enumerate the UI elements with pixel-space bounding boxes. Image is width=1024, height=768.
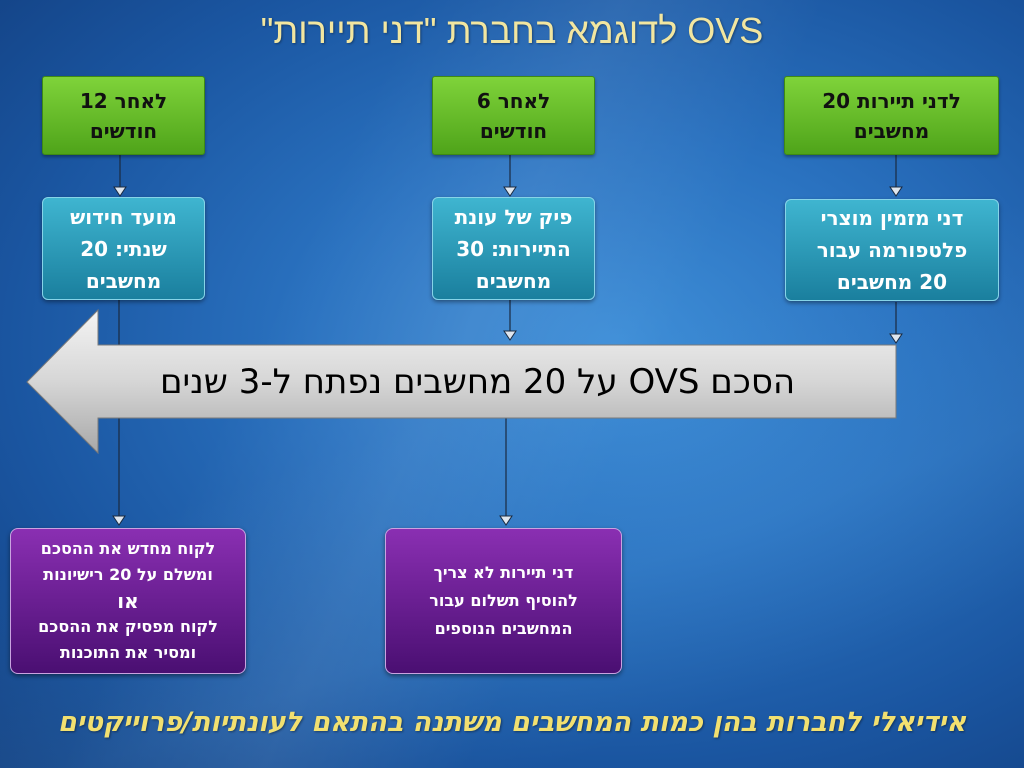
header-line: חודשים xyxy=(479,118,548,143)
outcome-line: המחשבים הנוספים xyxy=(434,619,573,638)
outcome-line: להוסיף תשלום עבור xyxy=(429,591,578,610)
detail-line: מועד חידוש xyxy=(70,204,177,229)
outcome-box-12-months: לקוח מחדש את ההסכם ומשלם על 20 רישיונות … xyxy=(10,528,246,674)
header-line: חודשים xyxy=(89,118,158,143)
detail-line: מחשבים xyxy=(85,268,162,293)
header-line: לאחר 6 xyxy=(476,88,551,113)
outcome-line: לקוח מחדש את ההסכם xyxy=(40,539,216,558)
header-box-start: לדני תיירות 20 מחשבים xyxy=(784,76,999,155)
detail-box-6-months: פיק של עונת התיירות: 30 מחשבים xyxy=(432,197,595,300)
outcome-line: ומסיר את התוכנות xyxy=(59,643,197,662)
timeline-arrow xyxy=(26,308,897,455)
outcome-line: ומשלם על 20 רישיונות xyxy=(43,565,213,584)
outcome-line: דני תיירות לא צריך xyxy=(433,563,574,582)
footer-note: אידיאלי לחברות בהן כמות המחשבים משתנה בה… xyxy=(57,707,967,738)
detail-box-start: דני מזמין מוצרי פלטפורמה עבור 20 מחשבים xyxy=(785,199,999,301)
outcome-box-6-months: דני תיירות לא צריך להוסיף תשלום עבור המח… xyxy=(385,528,622,674)
connector-arrowhead xyxy=(503,330,517,341)
detail-line: 20 מחשבים xyxy=(836,270,948,294)
header-line: לאחר 12 xyxy=(79,88,168,113)
header-line: מחשבים xyxy=(853,118,930,143)
connector-arrowhead xyxy=(503,186,517,197)
outcome-or: או xyxy=(117,589,139,613)
detail-line: מחשבים xyxy=(475,268,552,293)
detail-line: פלטפורמה עבור xyxy=(816,238,968,262)
detail-line: פיק של עונת xyxy=(454,204,573,229)
detail-line: התיירות: 30 xyxy=(456,236,571,261)
connector-arrowhead xyxy=(499,515,513,526)
detail-line: שנתי: 20 xyxy=(80,236,167,261)
outcome-line: לקוח מפסיק את ההסכם xyxy=(38,617,218,636)
connector-arrowhead xyxy=(889,186,903,197)
detail-line: דני מזמין מוצרי xyxy=(820,206,964,230)
header-box-12-months: לאחר 12 חודשים xyxy=(42,76,205,155)
slide-title: OVS לדוגמא בחברת "דני תיירות" xyxy=(260,10,764,51)
header-box-6-months: לאחר 6 חודשים xyxy=(432,76,595,155)
connector-arrowhead xyxy=(112,515,126,526)
connector-arrowhead xyxy=(889,333,903,344)
connector-arrowhead xyxy=(113,186,127,197)
header-line: לדני תיירות 20 xyxy=(822,88,961,113)
detail-box-12-months: מועד חידוש שנתי: 20 מחשבים xyxy=(42,197,205,300)
agreement-label: הסכם OVS על 20 מחשבים נפתח ל-3 שנים xyxy=(160,362,796,402)
